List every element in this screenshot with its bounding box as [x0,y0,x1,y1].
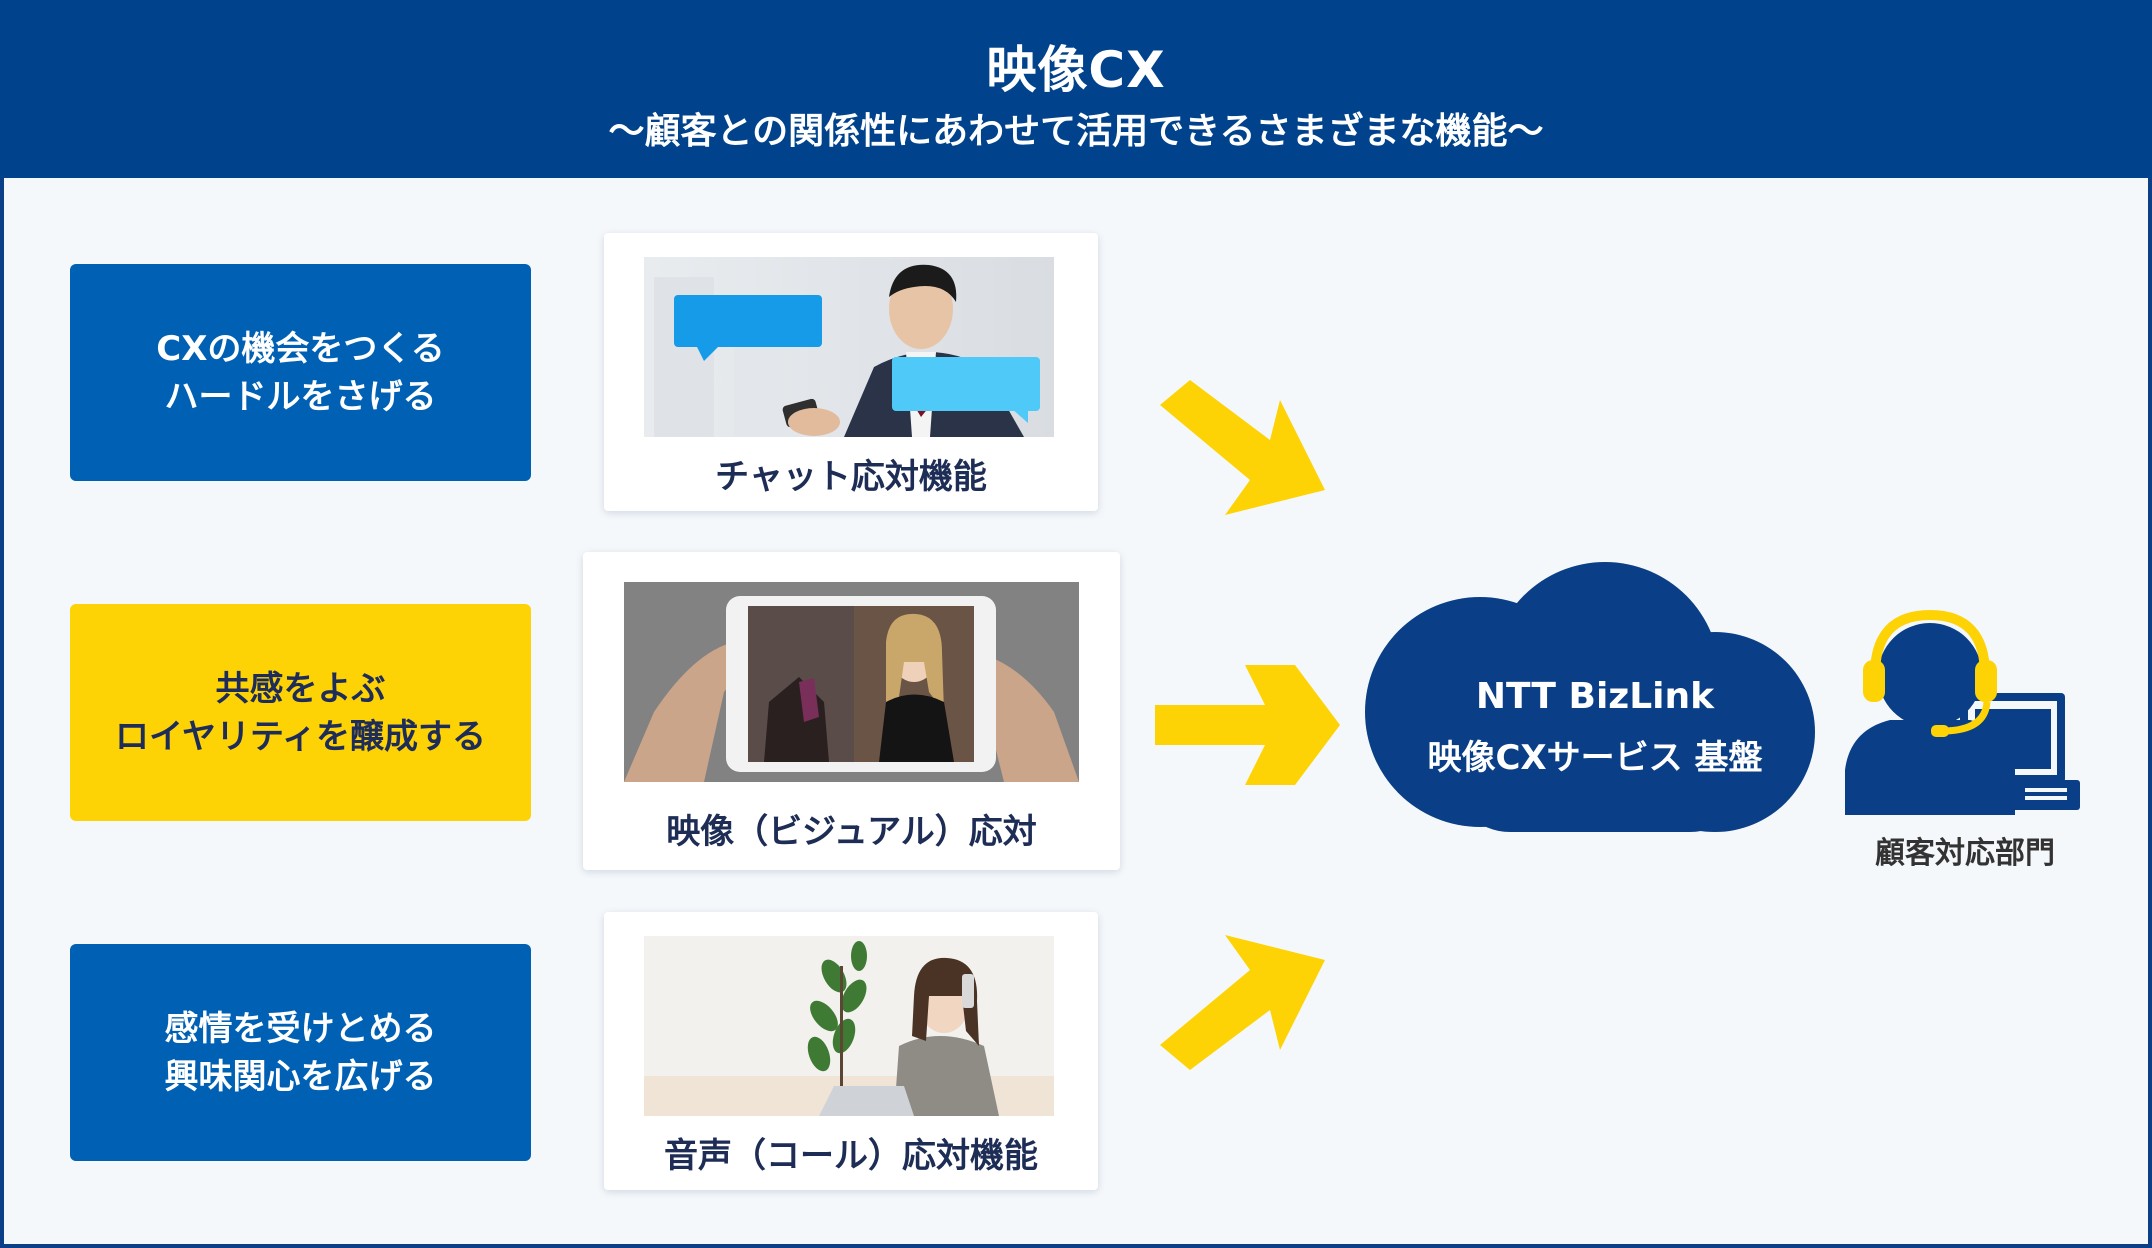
feature-label-chat: チャット応対機能 [715,457,987,497]
feature-card-video: 映像（ビジュアル）応対 [583,552,1120,870]
arrow-icon [1160,380,1325,515]
header-banner: 映像CX 〜顧客との関係性にあわせて活用できるさまざまな機能〜 [0,0,2152,178]
page-subtitle: 〜顧客との関係性にあわせて活用できるさまざまな機能〜 [608,111,1544,152]
feature-card-chat: チャット応対機能 [604,233,1098,511]
tag-receive-emotion: 感情を受けとめる 興味関心を広げる [70,944,531,1161]
tag-create-opportunity: CXの機会をつくる ハードルをさげる [70,264,531,481]
platform-service: 映像CXサービス 基盤 [1427,738,1763,778]
tag-line: 感情を受けとめる [164,1008,437,1049]
arrow-icon [1155,665,1340,785]
tag-line: CXの機会をつくる [156,328,445,369]
chat-photo [644,257,1054,437]
tag-build-loyalty: 共感をよぶ ロイヤリティを醸成する [70,604,531,821]
tag-line: ロイヤリティを醸成する [115,716,486,757]
chat-bubble-icon [892,357,1040,423]
tag-line: 興味関心を広げる [164,1056,437,1097]
video-photo [624,582,1079,782]
platform-name: NTT BizLink [1475,676,1715,717]
cloud-icon [1365,562,1815,832]
page-title: 映像CX [986,41,1166,99]
agent-label: 顧客対応部門 [1875,836,2055,871]
feature-label-video: 映像（ビジュアル）応対 [666,812,1037,852]
tag-line: ハードルをさげる [164,376,437,417]
headset-operator-icon [1845,609,2080,815]
tag-line: 共感をよぶ [215,668,386,709]
feature-label-call: 音声（コール）応対機能 [664,1136,1038,1176]
feature-card-call: 音声（コール）応対機能 [604,912,1098,1190]
arrow-icon [1160,935,1325,1070]
chat-bubble-icon [674,295,822,361]
call-photo [644,936,1054,1116]
